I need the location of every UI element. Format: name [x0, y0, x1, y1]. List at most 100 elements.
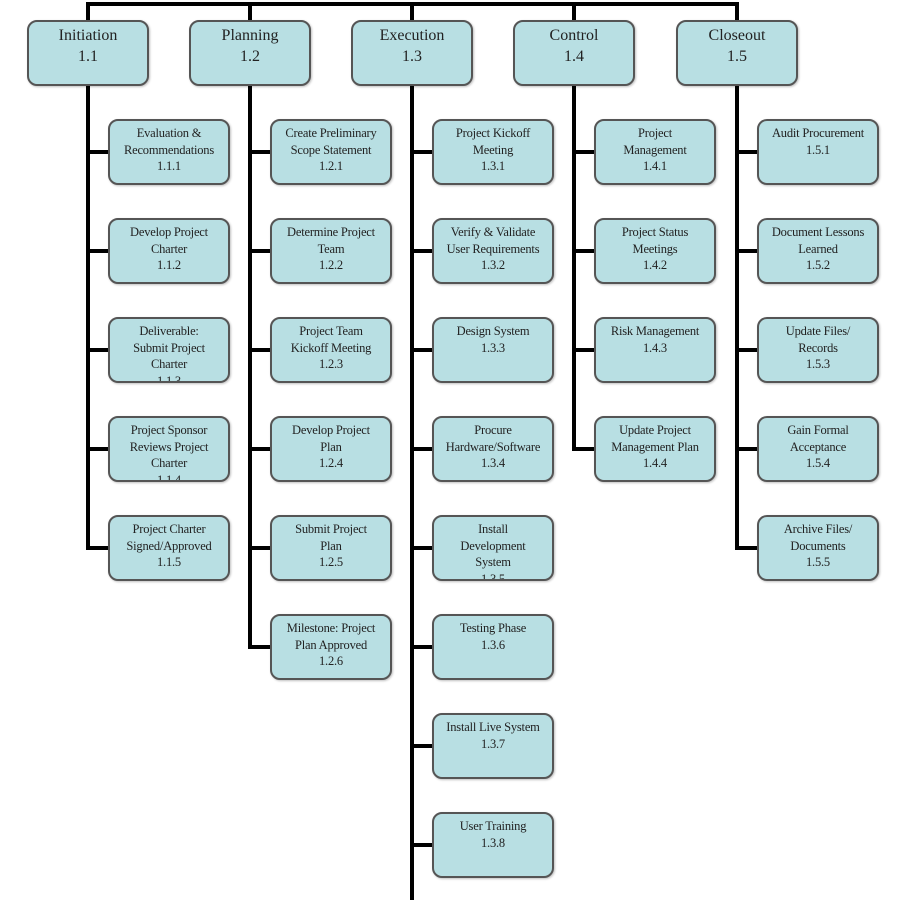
task-label-line: Submit Project: [133, 340, 205, 355]
phase-code: 1.2: [240, 48, 260, 65]
task-connector-line: [250, 447, 272, 451]
task-connector-line: [412, 843, 434, 847]
task-label-line: Plan: [320, 538, 342, 553]
task-label-line: Project Kickoff: [455, 126, 531, 140]
task-label-line: Signed/Approved: [126, 538, 212, 553]
task-connector-line: [737, 447, 759, 451]
task-connector-line: [574, 150, 596, 154]
task-connector-line: [412, 348, 434, 352]
phase-title: Control: [549, 27, 599, 44]
task-code: 1.2.6: [318, 654, 343, 668]
task-code: 1.5.5: [805, 555, 830, 569]
task-label-line: Milestone: Project: [286, 621, 376, 635]
task-label-line: Develop Project: [130, 225, 208, 239]
task-label-line: Management: [623, 142, 687, 157]
task-label-line: Update Files/: [785, 324, 851, 338]
phase-box-closeout[interactable]: Closeout 1.5: [676, 20, 798, 86]
task-label-line: User Requirements: [446, 241, 540, 256]
task-connector-line: [250, 348, 272, 352]
task-code: 1.5.1: [805, 142, 830, 157]
task-label-line: Project: [637, 126, 672, 140]
task-label-line: Install Live System: [446, 720, 540, 734]
phase-spine-line: [572, 86, 576, 451]
phase-connector-line: [248, 2, 252, 22]
task-connector-line: [88, 348, 110, 352]
task-label-line: Submit Project: [295, 522, 367, 536]
task-connector-line: [737, 249, 759, 253]
task-box[interactable]: Audit Procurement 1.5.1: [757, 119, 879, 185]
phase-box-control[interactable]: Control 1.4: [513, 20, 635, 86]
task-code: 1.1.5: [156, 555, 181, 569]
task-connector-line: [412, 744, 434, 748]
task-label-line: Install: [478, 522, 508, 536]
phase-code: 1.4: [564, 48, 584, 65]
task-code: 1.5.4: [805, 456, 830, 470]
phase-spine-line: [248, 86, 252, 649]
task-code: 1.5.3: [805, 357, 830, 371]
task-label-line: Update Project: [619, 423, 691, 437]
task-label-line: Team: [317, 241, 345, 256]
task-connector-line: [574, 249, 596, 253]
task-label-line: Audit Procurement: [771, 126, 865, 140]
task-label-line: Project Status: [621, 225, 689, 239]
phase-spine-line: [735, 86, 739, 550]
task-label-line: Kickoff Meeting: [290, 340, 372, 355]
task-label-line: System: [475, 555, 511, 569]
task-code: 1.2.4: [318, 456, 343, 470]
task-label-line: Create Preliminary: [285, 126, 377, 140]
phase-code: 1.3: [402, 48, 422, 65]
task-code: 1.1.4: [156, 472, 181, 482]
task-code: 1.3.7: [480, 736, 505, 751]
phase-title: Initiation: [58, 27, 118, 44]
phase-connector-line: [410, 2, 414, 22]
phase-box-execution[interactable]: Execution 1.3: [351, 20, 473, 86]
task-label-line: Determine Project: [287, 225, 375, 239]
task-connector-line: [88, 249, 110, 253]
task-label-line: Risk Management: [610, 324, 700, 338]
task-label-line: Verify & Validate: [450, 225, 536, 239]
task-label-line: Archive Files/: [783, 522, 853, 536]
task-label-line: Project Charter: [132, 522, 206, 536]
task-label-line: Scope Statement: [290, 142, 372, 157]
phase-title: Execution: [379, 27, 445, 44]
phase-code: 1.5: [727, 48, 747, 65]
task-label-line: Plan Approved: [294, 637, 368, 652]
task-connector-line: [250, 249, 272, 253]
task-code: 1.1.1: [156, 159, 181, 173]
task-label-line: Charter: [150, 241, 188, 256]
task-box[interactable]: Install Live System 1.3.7: [432, 713, 554, 779]
task-connector-line: [250, 546, 272, 550]
phase-title: Closeout: [708, 27, 766, 44]
task-connector-line: [574, 447, 596, 451]
task-code: 1.1.2: [156, 258, 181, 272]
task-code: 1.3.8: [480, 835, 505, 850]
